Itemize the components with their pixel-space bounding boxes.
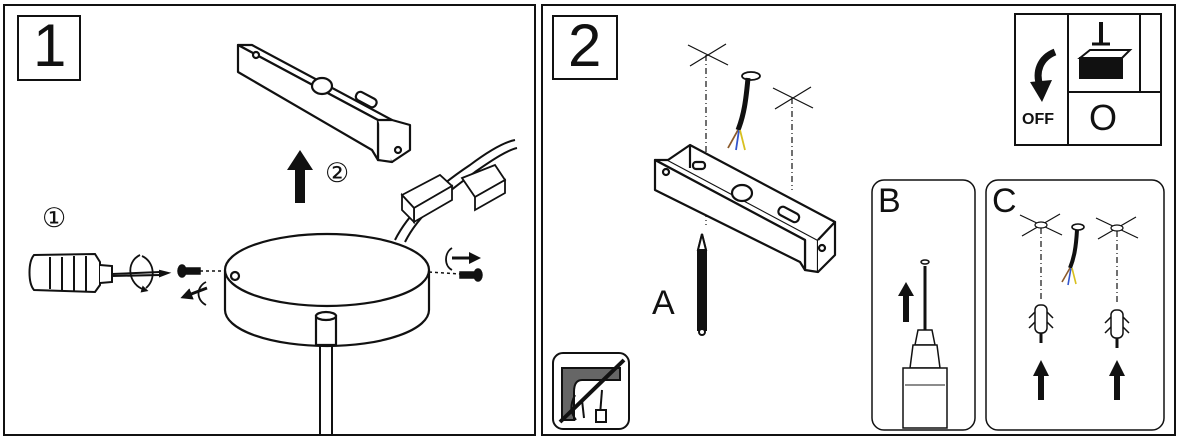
ceiling-mark-left — [1019, 213, 1063, 300]
pendant-cable — [319, 345, 333, 435]
rotate-arrow-icon — [180, 281, 208, 306]
inset-b — [871, 179, 976, 431]
step-number-2: 2 — [568, 12, 602, 79]
screw-right — [428, 268, 483, 282]
rotate-arrow-icon — [445, 247, 481, 271]
sub-step-1-label: ① — [42, 203, 67, 233]
inset-label-b: B — [878, 182, 901, 220]
no-drill-over-pipe-icon — [552, 352, 630, 430]
rotate-arrow-icon — [129, 254, 154, 293]
screw-left — [177, 264, 225, 278]
step-number-box-1 — [17, 15, 81, 81]
ceiling-mark-left — [687, 43, 729, 225]
step-number-box-2 — [552, 15, 618, 80]
panel-2 — [541, 4, 1176, 436]
step-number-1: 1 — [33, 12, 67, 79]
turn-off-arrow-icon — [1030, 48, 1057, 102]
up-arrow-icon — [1033, 360, 1049, 400]
inset-c — [985, 179, 1165, 431]
up-arrow-icon — [898, 282, 914, 322]
panel-1 — [3, 4, 536, 436]
ceiling-wires — [727, 71, 761, 151]
switch-off-symbol: O — [1089, 97, 1118, 138]
wall-plug-icon — [1104, 309, 1130, 348]
ceiling-mark-right — [1095, 216, 1139, 305]
ceiling-wires — [1061, 223, 1085, 286]
pencil-icon — [696, 233, 708, 336]
wall-plug-icon — [1028, 304, 1054, 343]
up-arrow-icon — [1109, 360, 1125, 400]
ceiling-mark-right — [772, 86, 814, 190]
switch-off-label: OFF — [1022, 111, 1054, 128]
inset-label-a: A — [652, 284, 675, 322]
terminal-block — [400, 163, 507, 225]
up-arrow-icon — [287, 150, 313, 203]
inset-label-c: C — [992, 182, 1017, 220]
drill-icon — [902, 259, 948, 429]
mounting-bracket — [236, 43, 412, 164]
sub-step-2-label: ② — [325, 158, 350, 188]
ceiling-canopy — [223, 232, 431, 348]
mounting-bracket — [653, 143, 837, 274]
